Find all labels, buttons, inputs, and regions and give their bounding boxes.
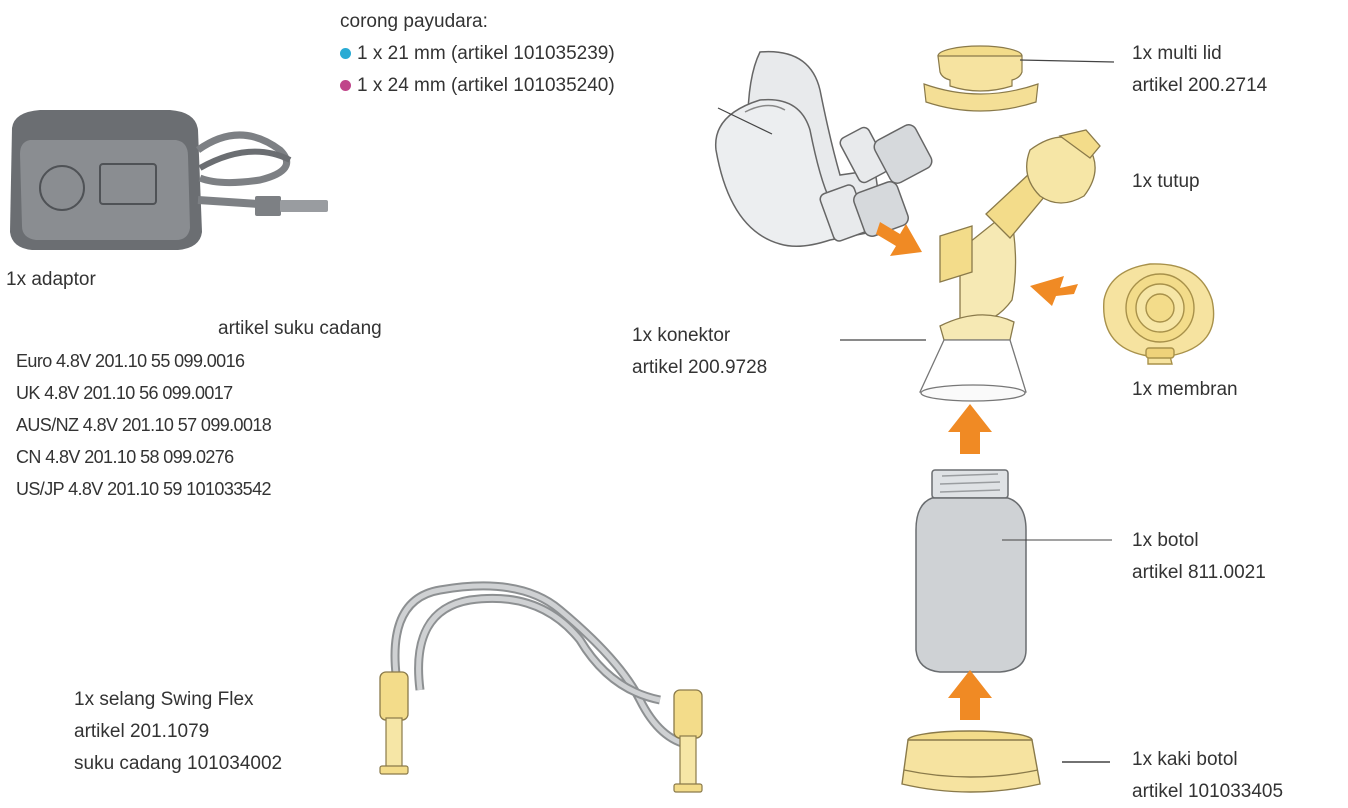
assembly-arrows xyxy=(876,222,1078,720)
tubing-illustration xyxy=(379,581,703,793)
dot-21mm-icon xyxy=(340,48,351,59)
tubing-label: 1x selang Swing Flex artikel 201.1079 su… xyxy=(74,689,283,774)
bottle-stand-illustration xyxy=(901,730,1110,793)
membrane-label: 1x membran xyxy=(1132,379,1238,400)
spare-part-row: AUS/NZ 4.8V 201.10 57 099.0018 xyxy=(16,415,272,435)
breast-shield-label: corong payudara: 1 x 21 mm (artikel 1010… xyxy=(340,6,615,102)
bottle-illustration xyxy=(915,469,1112,673)
breast-shield-heading: corong payudara: xyxy=(340,11,488,32)
cap-label: 1x tutup xyxy=(1132,171,1200,192)
dot-24mm-icon xyxy=(340,80,351,91)
arrow-bottle-to-connector xyxy=(948,404,992,454)
spare-part-row: Euro 4.8V 201.10 55 099.0016 xyxy=(16,351,245,371)
bottle-stand-label: 1x kaki botol artikel 101033405 xyxy=(1132,749,1284,802)
spare-part-row: UK 4.8V 201.10 56 099.0017 xyxy=(16,383,233,403)
spare-parts-list: artikel suku cadang Euro 4.8V 201.10 55 … xyxy=(16,313,382,505)
arrow-membrane-to-connector xyxy=(1030,276,1078,306)
breast-shield-illustration xyxy=(715,50,933,247)
breast-shield-option-24: 1 x 24 mm (artikel 101035240) xyxy=(340,70,615,102)
connector-illustration xyxy=(840,129,1101,402)
arrow-shield-to-connector xyxy=(876,222,922,256)
connector-label: 1x konektor artikel 200.9728 xyxy=(632,325,768,378)
power-adapter-illustration xyxy=(10,110,328,250)
membrane-illustration xyxy=(1103,263,1215,365)
adapter-label: 1x adaptor xyxy=(6,269,96,290)
spare-part-row: CN 4.8V 201.10 58 099.0276 xyxy=(16,447,234,467)
bottle-label: 1x botol artikel 811.0021 xyxy=(1132,530,1266,583)
spare-part-row: US/JP 4.8V 201.10 59 101033542 xyxy=(16,479,272,499)
multi-lid-label: 1x multi lid artikel 200.2714 xyxy=(1132,43,1268,96)
multi-lid-illustration xyxy=(923,45,1115,112)
spare-parts-heading: artikel suku cadang xyxy=(218,318,382,339)
breast-shield-option-21: 1 x 21 mm (artikel 101035239) xyxy=(340,38,615,70)
arrow-stand-to-bottle xyxy=(948,670,992,720)
